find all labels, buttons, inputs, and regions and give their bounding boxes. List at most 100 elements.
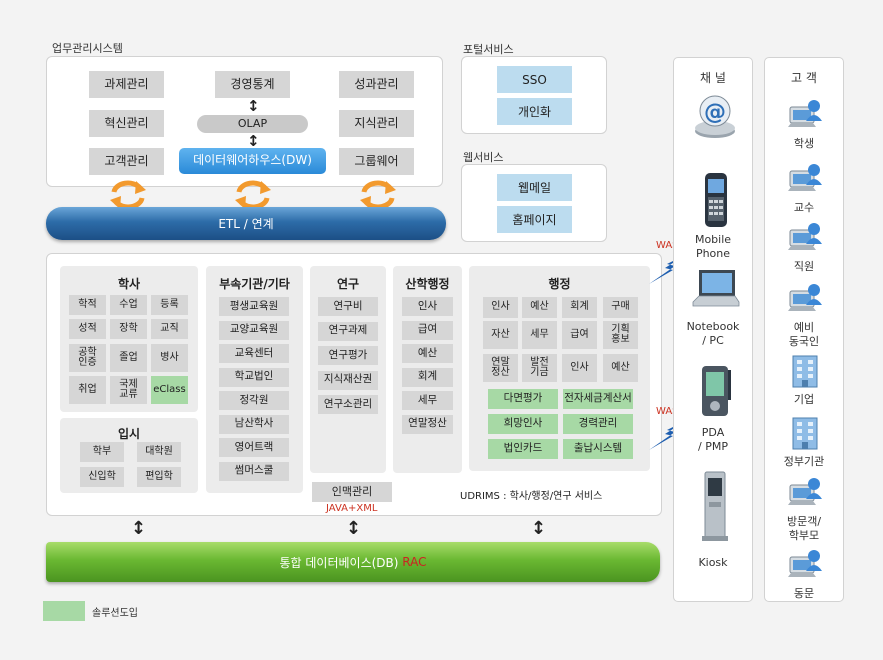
erp-box[interactable]: 과제관리 bbox=[89, 71, 164, 98]
admin-item[interactable]: 발전 기금 bbox=[522, 354, 557, 382]
industry-item[interactable]: 급여 bbox=[402, 320, 453, 340]
admin-solution-item[interactable]: 경력관리 bbox=[563, 414, 633, 434]
person-computer-icon bbox=[787, 281, 823, 317]
haksa-item[interactable]: 등록 bbox=[151, 295, 188, 315]
erp-box[interactable]: 그룹웨어 bbox=[339, 148, 414, 175]
busok-item[interactable]: 평생교육원 bbox=[219, 297, 289, 316]
haksa-item[interactable]: 수업 bbox=[110, 295, 147, 315]
admin-item[interactable]: 구매 bbox=[603, 297, 638, 318]
haksa-item[interactable]: 공학 인증 bbox=[69, 344, 106, 372]
erp-box[interactable]: 고객관리 bbox=[89, 148, 164, 175]
admin-item[interactable]: 연말 정산 bbox=[483, 354, 518, 382]
haksa-item[interactable]: 장학 bbox=[110, 319, 147, 339]
admin-item[interactable]: 인사 bbox=[562, 354, 597, 382]
research-title: 연구 bbox=[336, 277, 360, 291]
inmaek-box[interactable]: 인맥관리 bbox=[312, 482, 392, 502]
busok-item[interactable]: 썸머스쿨 bbox=[219, 461, 289, 481]
channel-title: 채 널 bbox=[700, 71, 726, 85]
building-icon bbox=[787, 353, 823, 389]
admin-item[interactable]: 자산 bbox=[483, 321, 518, 349]
web-mail[interactable]: 웹메일 bbox=[497, 174, 572, 201]
dw-box[interactable]: 데이터웨어하우스(DW) bbox=[179, 148, 326, 174]
ipsi-item[interactable]: 편입학 bbox=[137, 467, 181, 487]
person-computer-icon bbox=[787, 161, 823, 197]
udrims-caption: UDRIMS : 학사/행정/연구 서비스 bbox=[460, 491, 603, 502]
industry-item[interactable]: 세무 bbox=[402, 391, 453, 410]
olap-box[interactable]: OLAP bbox=[197, 115, 308, 133]
ipsi-item[interactable]: 대학원 bbox=[137, 442, 181, 462]
admin-item[interactable]: 세무 bbox=[522, 321, 557, 349]
research-item[interactable]: 지식재산권 bbox=[318, 370, 378, 390]
research-item[interactable]: 연구과제 bbox=[318, 321, 378, 341]
person-computer-icon bbox=[787, 475, 823, 511]
db-bar[interactable]: 통합 데이터베이스(DB) RAC bbox=[46, 542, 660, 582]
ipsi-item[interactable]: 신입학 bbox=[80, 467, 124, 487]
channel-label: PDA / PMP bbox=[698, 426, 728, 453]
admin-solution-item[interactable]: 희망인사 bbox=[488, 414, 558, 434]
busok-item[interactable]: 교양교육원 bbox=[219, 320, 289, 340]
admin-item[interactable]: 회계 bbox=[562, 297, 597, 318]
legend-label: 솔루션도입 bbox=[92, 608, 138, 619]
sync-arrows-icon bbox=[235, 180, 271, 210]
admin-solution-item[interactable]: 출납시스템 bbox=[563, 439, 633, 459]
web-title: 웹서비스 bbox=[463, 151, 504, 164]
channel-label: Notebook / PC bbox=[686, 320, 740, 347]
admin-item[interactable]: 예산 bbox=[603, 354, 638, 382]
web-panel: 웹메일 홈페이지 bbox=[461, 164, 607, 242]
industry-item[interactable]: 인사 bbox=[402, 297, 453, 316]
busok-item[interactable]: 학교법인 bbox=[219, 367, 289, 387]
admin-title: 행정 bbox=[548, 277, 571, 291]
channel-label: Kiosk bbox=[698, 556, 728, 569]
channel-label: Mobile Phone bbox=[694, 233, 732, 260]
industry-item[interactable]: 회계 bbox=[402, 367, 453, 387]
mobile-phone-icon bbox=[705, 173, 727, 227]
customer-panel: 고 객 bbox=[764, 57, 844, 602]
industry-item[interactable]: 예산 bbox=[402, 344, 453, 363]
haksa-item[interactable]: 학적 bbox=[69, 295, 106, 315]
etl-bar[interactable]: ETL / 연계 bbox=[46, 207, 446, 240]
erp-box[interactable]: 경영통계 bbox=[215, 71, 290, 98]
admin-item[interactable]: 기획 홍보 bbox=[603, 321, 638, 349]
customer-label: 교수 bbox=[793, 201, 815, 214]
was-label: WAS bbox=[656, 406, 679, 417]
haksa-item[interactable]: 병사 bbox=[151, 344, 188, 372]
web-homepage[interactable]: 홈페이지 bbox=[497, 206, 572, 233]
portal-sso[interactable]: SSO bbox=[497, 66, 572, 93]
haksa-item[interactable]: 성적 bbox=[69, 319, 106, 339]
portal-personalize[interactable]: 개인화 bbox=[497, 98, 572, 125]
erp-box[interactable]: 지식관리 bbox=[339, 110, 414, 137]
busok-item[interactable]: 남산학사 bbox=[219, 414, 289, 434]
admin-item[interactable]: 예산 bbox=[522, 297, 557, 318]
haksa-item[interactable]: 국제 교류 bbox=[110, 376, 147, 404]
admin-solution-item[interactable]: 법인카드 bbox=[488, 439, 558, 459]
updown-arrow-icon: ↕ bbox=[131, 518, 147, 539]
notebook-icon bbox=[692, 270, 740, 307]
busok-item[interactable]: 교육센터 bbox=[219, 344, 289, 363]
busok-item[interactable]: 영어트랙 bbox=[219, 438, 289, 457]
erp-box[interactable]: 성과관리 bbox=[339, 71, 414, 98]
admin-solution-item[interactable]: 다면평가 bbox=[488, 389, 558, 409]
research-item[interactable]: 연구소관리 bbox=[318, 395, 378, 414]
haksa-item[interactable]: eClass bbox=[151, 376, 188, 404]
research-item[interactable]: 연구비 bbox=[318, 297, 378, 316]
busok-item[interactable]: 정각원 bbox=[219, 391, 289, 410]
admin-solution-item[interactable]: 전자세금계산서 bbox=[563, 389, 633, 409]
rac-label: RAC bbox=[402, 555, 427, 569]
admin-item[interactable]: 급여 bbox=[562, 321, 597, 349]
db-label: 통합 데이터베이스(DB) bbox=[279, 555, 399, 570]
haksa-item[interactable]: 취업 bbox=[69, 376, 106, 404]
kiosk-icon bbox=[702, 471, 728, 541]
portal-title: 포털서비스 bbox=[463, 43, 514, 56]
internet-icon: @ bbox=[695, 95, 735, 138]
haksa-item[interactable]: 교직 bbox=[151, 319, 188, 339]
sync-arrows-icon bbox=[360, 180, 396, 210]
ipsi-item[interactable]: 학부 bbox=[80, 442, 124, 462]
java-xml-label: JAVA+XML bbox=[326, 503, 378, 514]
was-label: WAS bbox=[656, 240, 679, 251]
haksa-item[interactable]: 졸업 bbox=[110, 344, 147, 372]
industry-item[interactable]: 연말정산 bbox=[402, 414, 453, 434]
research-item[interactable]: 연구평가 bbox=[318, 346, 378, 365]
admin-item[interactable]: 인사 bbox=[483, 297, 518, 318]
channel-panel: 채 널 bbox=[673, 57, 753, 602]
erp-box[interactable]: 혁신관리 bbox=[89, 110, 164, 137]
